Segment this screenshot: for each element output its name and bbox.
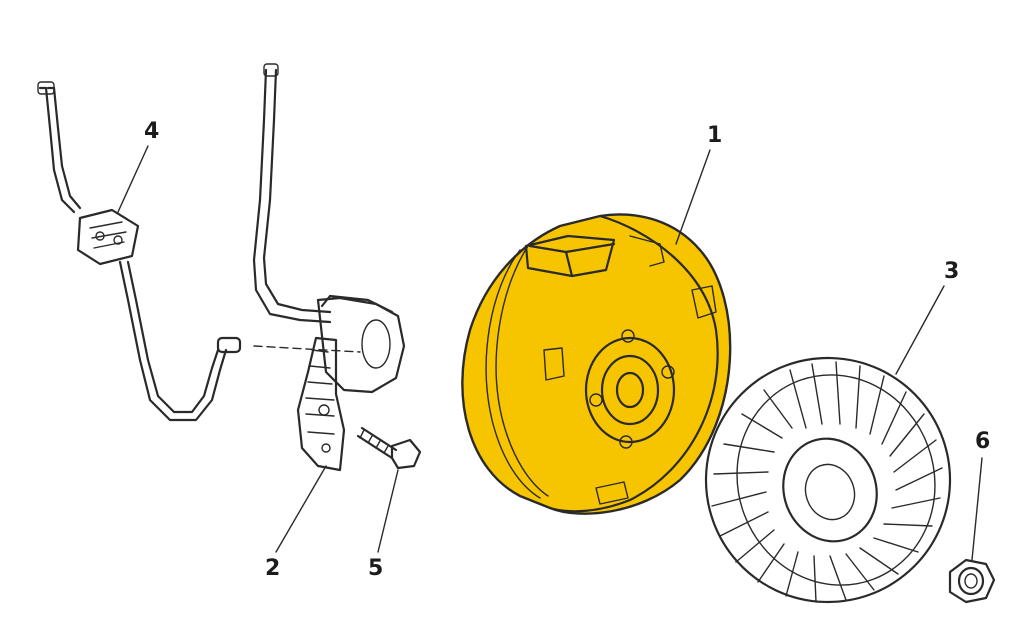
part-6-nut bbox=[948, 558, 996, 604]
part-5-bolt bbox=[356, 426, 422, 470]
callout-3: 3 bbox=[944, 259, 959, 284]
leader-line-5 bbox=[377, 469, 399, 553]
callout-5: 5 bbox=[368, 556, 383, 581]
part-2-ignition-coil bbox=[252, 63, 406, 472]
part-1-flywheel bbox=[461, 213, 732, 515]
callout-6: 6 bbox=[975, 429, 990, 454]
leader-line-4 bbox=[117, 145, 149, 213]
part-1-hub bbox=[584, 329, 676, 449]
callouts: 1 2 3 4 5 6 bbox=[144, 119, 990, 581]
part-1-magnet-block bbox=[524, 234, 665, 278]
leader-line-2 bbox=[275, 465, 327, 553]
leader-line-3 bbox=[895, 285, 945, 375]
leader-lines bbox=[117, 145, 983, 561]
callout-1: 1 bbox=[707, 123, 722, 148]
leader-line-6 bbox=[971, 457, 983, 561]
part-3-fan-fins bbox=[711, 361, 943, 603]
part-2-mounting-bracket bbox=[296, 336, 346, 472]
callout-2: 2 bbox=[265, 556, 280, 581]
part-4-spark-plug-wire bbox=[37, 81, 242, 422]
leader-line-1 bbox=[675, 149, 711, 245]
part-3-cooling-fan bbox=[704, 356, 952, 604]
part-4-connector-block bbox=[76, 208, 140, 266]
callout-4: 4 bbox=[144, 119, 159, 144]
